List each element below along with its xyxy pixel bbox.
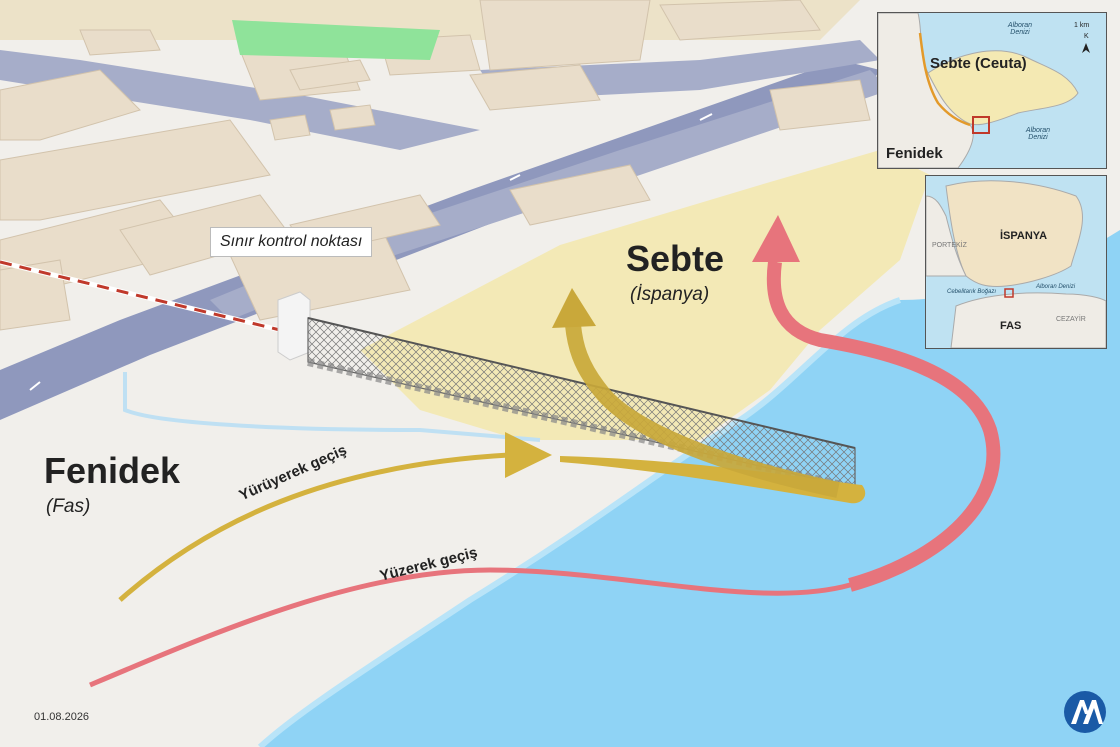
walking-route-fence — [560, 456, 866, 504]
swimming-arrow-thick — [766, 261, 1001, 592]
spain-label: İSPANYA — [1000, 230, 1048, 242]
walking-arrow — [118, 452, 511, 602]
inset-fenidek-label: Fenidek — [886, 145, 943, 162]
sports-field — [232, 20, 440, 60]
swimming-arrowhead — [752, 215, 800, 262]
inset-map-iberia: İSPANYA PORTEKİZ Cebelitarık Boğazı Albo… — [925, 175, 1107, 349]
inset-sea-top-label: Alboran Denizi — [1007, 22, 1033, 36]
gibraltar-label: Cebelitarık Boğazı — [947, 289, 997, 295]
algeria-label: CEZAYİR — [1056, 316, 1086, 323]
portugal-label: PORTEKİZ — [932, 242, 967, 249]
inset-ceuta-title: Sebte (Ceuta) — [930, 55, 1027, 72]
shoreline — [257, 297, 901, 747]
walking-arrowhead — [505, 432, 552, 478]
aa-logo-icon — [1064, 691, 1106, 733]
inset-ceuta-map — [878, 13, 1079, 168]
checkpoint-callout: Sınır kontrol noktası — [210, 227, 373, 257]
sebte-country-label: (İspanya) — [630, 284, 710, 305]
walking-up-arrowhead — [552, 288, 596, 328]
inset-sea-right-label: Alboran Denizi — [1025, 127, 1051, 141]
north-label: K — [1084, 33, 1089, 40]
walking-route-up — [565, 324, 840, 498]
north-arrow-icon — [1082, 43, 1090, 53]
fenidek-label: Fenidek — [44, 450, 181, 491]
morocco-label: FAS — [1000, 320, 1022, 332]
canal — [123, 372, 541, 442]
publish-date: 01.08.2026 — [34, 711, 90, 723]
inset-map-ceuta: Sebte (Ceuta) Fenidek Alboran Denizi Alb… — [877, 12, 1107, 169]
checkpoint-post — [277, 291, 311, 361]
border-line — [0, 260, 281, 332]
inset-iberia-map — [926, 180, 1106, 348]
alboran-label: Alboran Denizi — [1036, 284, 1076, 290]
sebte-label: Sebte — [626, 238, 725, 279]
fenidek-country-label: (Fas) — [46, 496, 91, 517]
scale-label: 1 km — [1074, 22, 1090, 29]
